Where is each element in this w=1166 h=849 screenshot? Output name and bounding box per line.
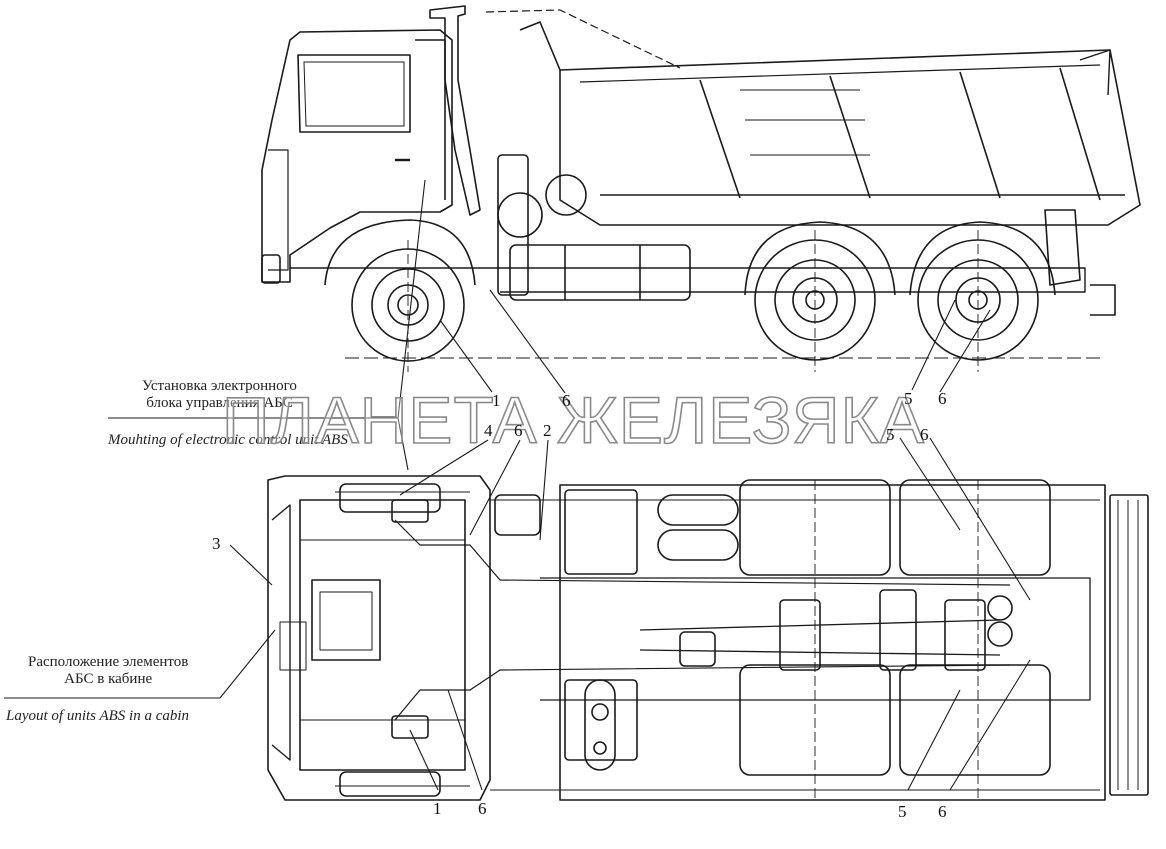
callout-top-2: 2: [543, 421, 552, 440]
cabin-caption-ru: Расположение элементов АБС в кабине: [28, 654, 188, 689]
callout-top-6-upper-right: 6: [920, 425, 929, 444]
cabin-caption-en: Layout of units ABS in a cabin: [6, 708, 190, 724]
callout-top-1-lower: 1: [433, 799, 442, 818]
top-view: [267, 475, 1149, 801]
frame-top: [490, 499, 1100, 791]
callout-top-6-lower-right: 6: [938, 802, 947, 821]
callout-side-1: 1: [492, 391, 501, 410]
callout-top-5-lower: 5: [898, 802, 907, 821]
cabin-caption-ru-line2: АБС в кабине: [64, 671, 153, 688]
cabin-caption-ru-line1: Расположение элементов: [28, 654, 189, 670]
callout-side-6-front: 6: [562, 391, 571, 410]
callout-leaders: [4, 179, 1031, 791]
ecu-caption-en: Mouhting of electronic control unit ABS: [108, 432, 348, 448]
callout-top-6-lower: 6: [478, 799, 487, 818]
ecu-caption-ru-line1: Установка электронного: [142, 378, 297, 394]
callout-top-6-upper: 6: [514, 421, 523, 440]
cab-outline: [261, 29, 453, 283]
ecu-caption-ru-line2: блока управления АБС: [146, 395, 293, 412]
watermark-text: ПЛАНЕТА ЖЕЛЕЗЯКА: [221, 382, 926, 458]
callout-side-5-rear: 5: [904, 389, 913, 408]
callout-top-5-upper: 5: [886, 425, 895, 444]
callout-top-4: 4: [484, 421, 493, 440]
ecu-caption-ru: Установка электронного блока управления …: [142, 378, 297, 413]
side-view: [261, 5, 1141, 372]
cab-top-outline: [267, 475, 491, 801]
callout-side-6-rear: 6: [938, 389, 947, 408]
callout-top-3: 3: [212, 534, 221, 553]
exhaust-pipe: [429, 5, 481, 216]
